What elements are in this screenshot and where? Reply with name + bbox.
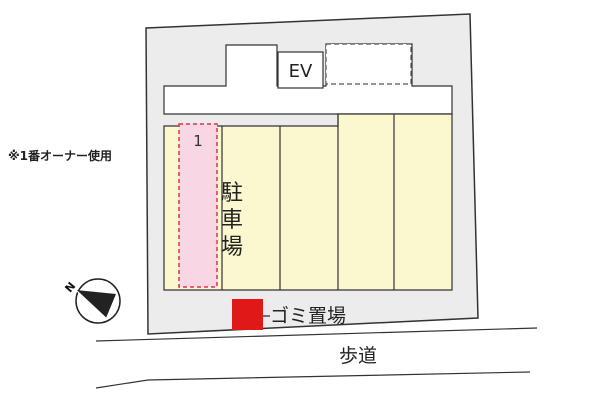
compass-icon — [75, 278, 121, 324]
garbage-marker — [232, 299, 263, 330]
elevator-box — [277, 51, 324, 89]
elevator-label: EV — [289, 61, 313, 82]
road-edge-line — [95, 371, 531, 389]
parking-label-char-2: 車 — [221, 208, 243, 233]
owner-parking-space — [178, 123, 218, 288]
road-edge-line — [95, 327, 538, 342]
compass-north-label: N — [62, 280, 78, 295]
sidewalk-label: 歩道 — [339, 345, 377, 367]
owner-space-number: 1 — [193, 132, 203, 150]
parking-label-char-1: 駐 — [221, 181, 243, 206]
parking-label-char-3: 場 — [221, 235, 243, 260]
garbage-label: ゴミ置場 — [270, 305, 346, 327]
dashed-area — [325, 43, 412, 85]
owner-note: ※1番オーナー使用 — [8, 148, 112, 163]
